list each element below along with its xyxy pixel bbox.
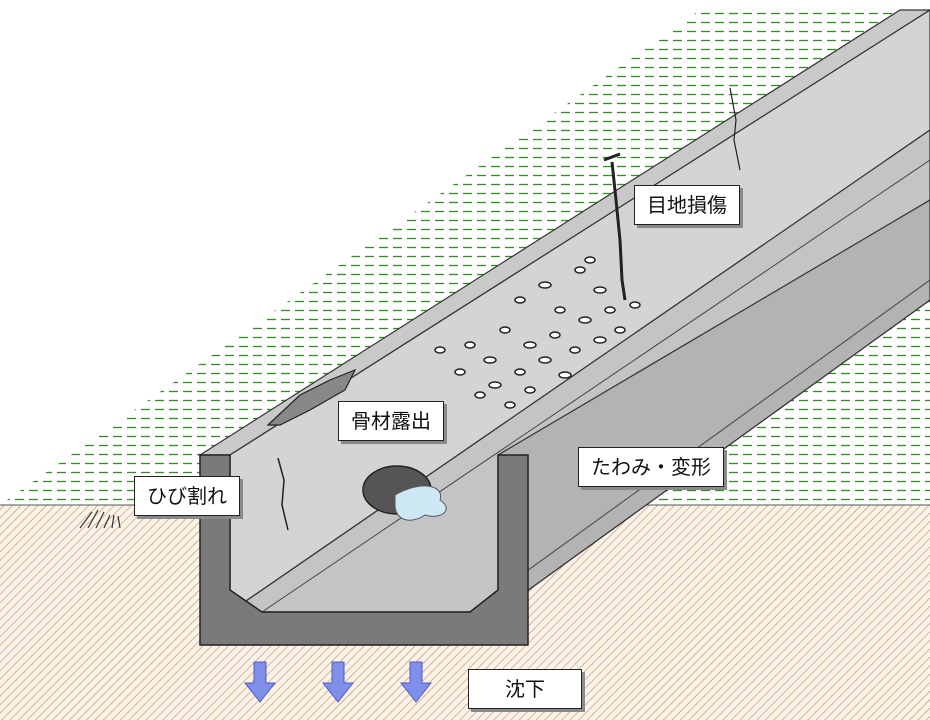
- wall-crack-2: [729, 87, 741, 171]
- joint-damage-crack: [610, 161, 627, 301]
- floor-edge-right: [469, 279, 930, 613]
- grass-tuft: [79, 509, 121, 529]
- label-deflection: たわみ・変形: [578, 447, 724, 487]
- joint-mark: [603, 152, 621, 162]
- down-arrow-icon: [243, 661, 433, 703]
- label-joint-damage: 目地損傷: [634, 185, 740, 225]
- label-settlement: 沈下: [468, 669, 582, 709]
- wall-crack-1: [277, 457, 289, 531]
- floor-edge-left: [261, 159, 930, 613]
- water-leak: [394, 485, 447, 521]
- channel-cross-section: [199, 454, 529, 646]
- label-aggregate-exposure: 骨材露出: [338, 401, 444, 441]
- wall-spall-crack: [266, 368, 357, 426]
- label-crack: ひび割れ: [134, 476, 240, 516]
- aggregate-exposure-area: [434, 256, 641, 409]
